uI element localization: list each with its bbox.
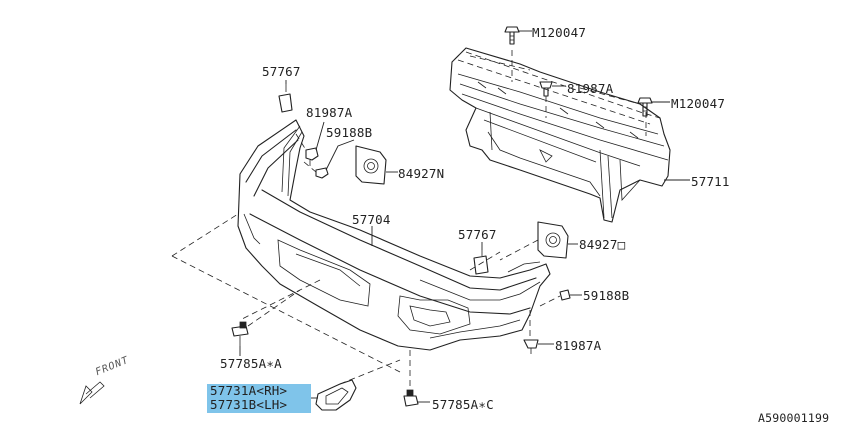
guide-line-bottom [171,255,401,373]
label-59188b-right: 59188B [583,288,630,303]
highlighted-part-57731[interactable]: 57731A<RH> 57731B<LH> [207,384,311,413]
label-57785a-c: 57785A∗C [432,397,494,412]
label-57731a-rh[interactable]: 57731A<RH> [210,383,288,398]
label-m120047-top: M120047 [532,25,587,40]
label-57785a-a: 57785A∗A [220,356,282,371]
pad-57767-mid-icon [473,250,489,275]
diagram-id: A590001199 [758,411,830,425]
bolt-57785a-c-icon [403,350,430,407]
label-81987a-top: 81987A [567,81,614,96]
label-57767-mid: 57767 [458,227,497,242]
label-84927n: 84927N [398,166,445,181]
guide-line-center [239,279,321,321]
bracket-84927o-icon [499,221,578,261]
clip-59188b-right-icon [539,289,582,307]
label-m120047-mid: M120047 [671,96,726,111]
bumper-face-57704 [237,119,551,351]
label-57704: 57704 [352,212,391,227]
label-84927o: 84927□ [579,237,626,252]
clip-81987a-left-icon [295,121,325,166]
bracket-84927n-icon [355,145,398,185]
bolt-m120047-mid-icon [637,97,670,117]
label-57711: 57711 [691,174,730,189]
label-59188b-left: 59188B [326,125,373,140]
guide-line-right [469,251,501,271]
bolt-57785a-a-icon [231,289,301,346]
label-81987a-left: 81987A [306,105,353,120]
guide-line-left [171,213,239,257]
clip-81987a-top-icon [539,81,566,97]
clip-81987a-bottom-icon [523,310,554,354]
label-57767-top: 57767 [262,64,301,79]
bolt-m120047-top-icon [504,26,532,45]
pad-57767-top-icon [278,84,293,113]
support-frame-57711 [449,47,671,223]
front-arrow-icon [79,381,105,405]
clip-59188b-left-icon [303,139,355,179]
label-57731b-lh[interactable]: 57731B<LH> [210,396,288,412]
label-81987a-bottom: 81987A [555,338,602,353]
fog-cover-57731-icon [315,359,401,411]
